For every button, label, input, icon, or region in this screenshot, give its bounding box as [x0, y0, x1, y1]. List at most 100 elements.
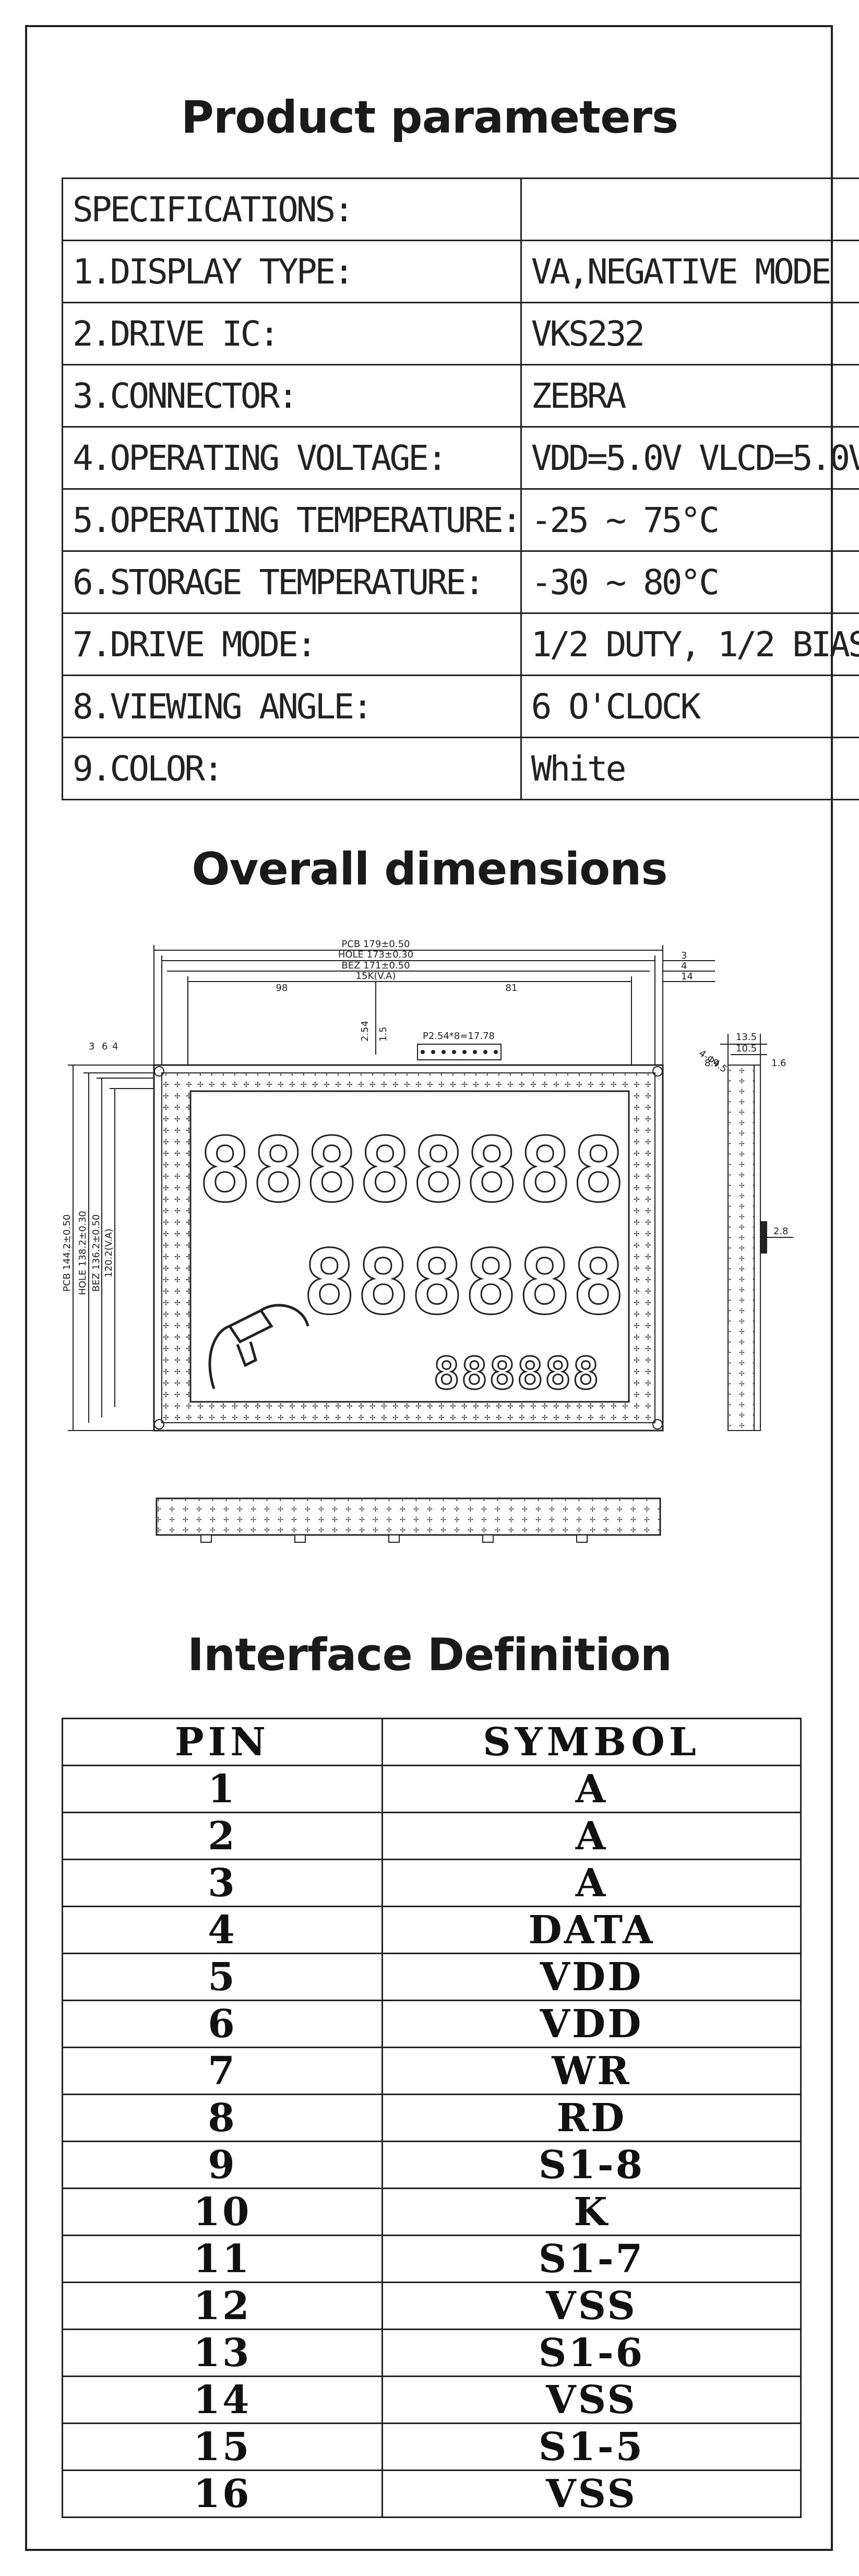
spec-value: White — [520, 737, 859, 800]
dim-254-label: 2.54 — [360, 1021, 371, 1042]
digits-row-1: 88888888 — [198, 1119, 620, 1222]
left-dimension-lines — [68, 1065, 162, 1431]
spec-row: 2.DRIVE IC:VKS232 — [62, 302, 859, 365]
pin-number: 8 — [62, 2094, 383, 2142]
spec-key: 8.VIEWING ANGLE: — [62, 675, 522, 738]
spec-row: 1.DISPLAY TYPE:VA,NEGATIVE MODE — [62, 240, 859, 303]
dim-14-label: 14 — [681, 971, 693, 982]
interface-definition-title: Interface Definition — [187, 1629, 672, 1681]
pin-symbol: K — [381, 2188, 802, 2236]
side-135-label: 13.5 — [736, 1032, 757, 1043]
lcd-digits: 88888888 888888 888888 — [198, 1118, 630, 1401]
pin-number: 3 — [62, 1859, 383, 1907]
pin-symbol: VDD — [381, 2000, 802, 2048]
spec-value: 1/2 DUTY, 1/2 BIAS — [520, 612, 859, 676]
pin-header — [417, 1044, 502, 1060]
side-89-label: 8.9 — [705, 1058, 720, 1069]
pin-number: 9 — [62, 2141, 383, 2189]
spec-row: 5.OPERATING TEMPERATURE:-25 ~ 75°C — [62, 488, 859, 552]
table-header-row: PIN SYMBOL — [62, 1718, 802, 1766]
bez-width-label: BEZ 171±0.50 — [341, 960, 410, 971]
pin-symbol: S1-7 — [381, 2235, 802, 2283]
dim-4-label: 4 — [681, 961, 687, 972]
dim-15-label: 1.5 — [378, 1026, 389, 1042]
spec-row: 3.CONNECTOR:ZEBRA — [62, 364, 859, 428]
pin-number: 14 — [62, 2376, 383, 2424]
product-parameters-title: Product parameters — [181, 91, 678, 144]
pin-symbol: A — [381, 1765, 802, 1813]
spec-row: 8.VIEWING ANGLE:6 O'CLOCK — [62, 675, 859, 738]
pin-symbol: VSS — [381, 2469, 802, 2518]
pin-symbol: S1-6 — [381, 2329, 802, 2377]
mounting-holes — [154, 1066, 663, 1429]
pin-symbol: WR — [381, 2047, 802, 2095]
overall-dimensions-title: Overall dimensions — [192, 843, 667, 895]
right-side-view — [720, 1034, 793, 1431]
spec-value — [520, 178, 859, 241]
v-hole-label: HOLE 138.2±0.30 — [77, 1211, 88, 1295]
spec-row: 4.OPERATING VOLTAGE:VDD=5.0V VLCD=5.0V — [62, 426, 859, 490]
pin-number: 5 — [62, 1953, 383, 2001]
pin-number: 4 — [62, 1906, 383, 1954]
v-va-label: 120.2(V.A) — [103, 1228, 114, 1278]
specifications-table: SPECIFICATIONS:1.DISPLAY TYPE:VA,NEGATIV… — [62, 178, 859, 800]
spec-row: 6.STORAGE TEMPERATURE:-30 ~ 80°C — [62, 550, 859, 614]
page-frame — [25, 25, 833, 2551]
pin-number: 2 — [62, 1812, 383, 1860]
spec-value: VDD=5.0V VLCD=5.0V — [520, 426, 859, 490]
v-bez-label: BEZ 136.2±0.50 — [91, 1214, 102, 1292]
side-105-label: 10.5 — [736, 1043, 757, 1054]
pin-symbol: RD — [381, 2094, 802, 2142]
top-dimension-lines — [153, 945, 715, 1070]
spec-row: 7.DRIVE MODE:1/2 DUTY, 1/2 BIAS — [62, 612, 859, 676]
v6-label: 6 — [102, 1041, 108, 1052]
spec-value: VKS232 — [520, 302, 859, 365]
pin-number: 13 — [62, 2329, 383, 2377]
pin-symbol: S1-5 — [381, 2423, 802, 2471]
pin-symbol: DATA — [381, 1906, 802, 1954]
spec-key: 1.DISPLAY TYPE: — [62, 240, 522, 303]
pin-number: 7 — [62, 2047, 383, 2095]
pin-number: 6 — [62, 2000, 383, 2048]
bottom-tabs — [200, 1534, 588, 1543]
pin-number: 1 — [62, 1765, 383, 1813]
digits-row-2: 888888 — [303, 1231, 620, 1334]
v3-label: 3 — [89, 1041, 94, 1052]
spec-key: 9.COLOR: — [62, 737, 522, 800]
pin-symbol: VSS — [381, 2282, 802, 2330]
spec-key: 4.OPERATING VOLTAGE: — [62, 426, 522, 490]
spec-key: 6.STORAGE TEMPERATURE: — [62, 550, 522, 614]
spec-key: 7.DRIVE MODE: — [62, 612, 522, 676]
pin-number: 10 — [62, 2188, 383, 2236]
v-pcb-label: PCB 144.2±0.50 — [62, 1214, 73, 1292]
right-dim-label: 81 — [506, 983, 518, 994]
bottom-side-view — [156, 1497, 661, 1536]
spec-value: VA,NEGATIVE MODE — [520, 240, 859, 303]
pin-number: 11 — [62, 2235, 383, 2283]
spec-value: ZEBRA — [520, 364, 859, 428]
pin-symbol: A — [381, 1859, 802, 1907]
lcd-viewing-area — [189, 1090, 630, 1403]
va-width-label: 15K(V.A) — [356, 971, 396, 982]
spec-key: 2.DRIVE IC: — [62, 302, 522, 365]
pin-symbol: VSS — [381, 2376, 802, 2424]
digits-row-3: 888888 — [433, 1348, 596, 1400]
symbol-header-cell: SYMBOL — [381, 1718, 802, 1766]
pin-symbol: S1-8 — [381, 2141, 802, 2189]
spec-value: 6 O'CLOCK — [520, 675, 859, 738]
dim-3-label: 3 — [681, 950, 687, 961]
